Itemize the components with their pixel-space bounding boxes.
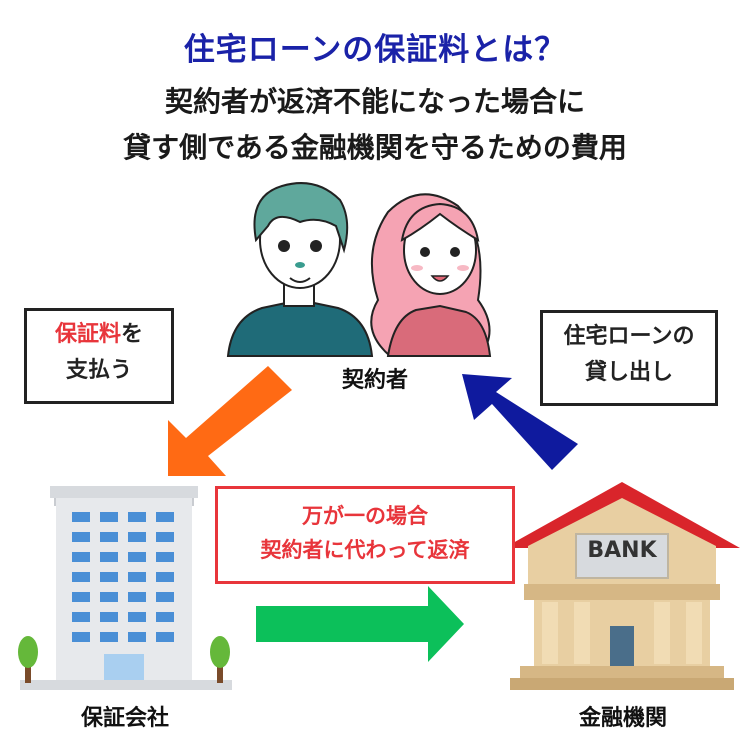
- window: [128, 632, 146, 642]
- window: [128, 532, 146, 542]
- tree-icon: [18, 636, 230, 683]
- window: [100, 512, 118, 522]
- window: [72, 612, 90, 622]
- subtitle-line-1: 契約者が返済不能になった場合に: [164, 85, 585, 118]
- window: [72, 532, 90, 542]
- window: [100, 592, 118, 602]
- right-box-line1: 住宅ローンの: [563, 324, 695, 349]
- left-box-line1-rest: を: [121, 322, 144, 347]
- repayment-on-behalf-box: 万が一の場合 契約者に代わって返済: [215, 486, 515, 584]
- window: [100, 632, 118, 642]
- left-box-line2: 支払う: [65, 358, 132, 383]
- label-bank: 金融機関: [578, 706, 667, 731]
- window: [100, 612, 118, 622]
- window: [72, 592, 90, 602]
- window: [100, 572, 118, 582]
- page-title: 住宅ローンの保証料とは？: [183, 32, 567, 68]
- window: [72, 552, 90, 562]
- window: [156, 532, 174, 542]
- right-box-line2: 貸し出し: [584, 360, 673, 385]
- window: [72, 632, 90, 642]
- window: [156, 572, 174, 582]
- office-building-icon: [20, 486, 232, 690]
- window: [156, 592, 174, 602]
- window: [156, 612, 174, 622]
- bank-sign-text: BANK: [587, 538, 657, 563]
- label-contractor: 契約者: [341, 368, 408, 393]
- green-arrow: [256, 586, 464, 662]
- window: [128, 512, 146, 522]
- loan-lending-box: 住宅ローンの 貸し出し: [540, 310, 718, 406]
- bank-building-icon: [504, 482, 740, 690]
- label-guarantor: 保証会社: [80, 706, 169, 731]
- window: [128, 592, 146, 602]
- window: [100, 532, 118, 542]
- subtitle-line-2: 貸す側である金融機関を守るための費用: [123, 131, 627, 164]
- woman-icon: [370, 193, 492, 357]
- window: [156, 632, 174, 642]
- guarantee-fee-highlight: 保証料: [54, 322, 121, 347]
- orange-arrow: [168, 366, 292, 476]
- window: [128, 612, 146, 622]
- man-icon: [226, 182, 374, 357]
- window: [156, 552, 174, 562]
- window: [156, 512, 174, 522]
- blue-arrow: [462, 374, 578, 470]
- center-box-line1: 万が一の場合: [302, 504, 428, 528]
- pay-guarantee-fee-box: 保証料を 支払う: [24, 308, 174, 404]
- window: [128, 572, 146, 582]
- center-box-line2: 契約者に代わって返済: [260, 538, 470, 562]
- window: [72, 512, 90, 522]
- window: [100, 552, 118, 562]
- window: [128, 552, 146, 562]
- window: [72, 572, 90, 582]
